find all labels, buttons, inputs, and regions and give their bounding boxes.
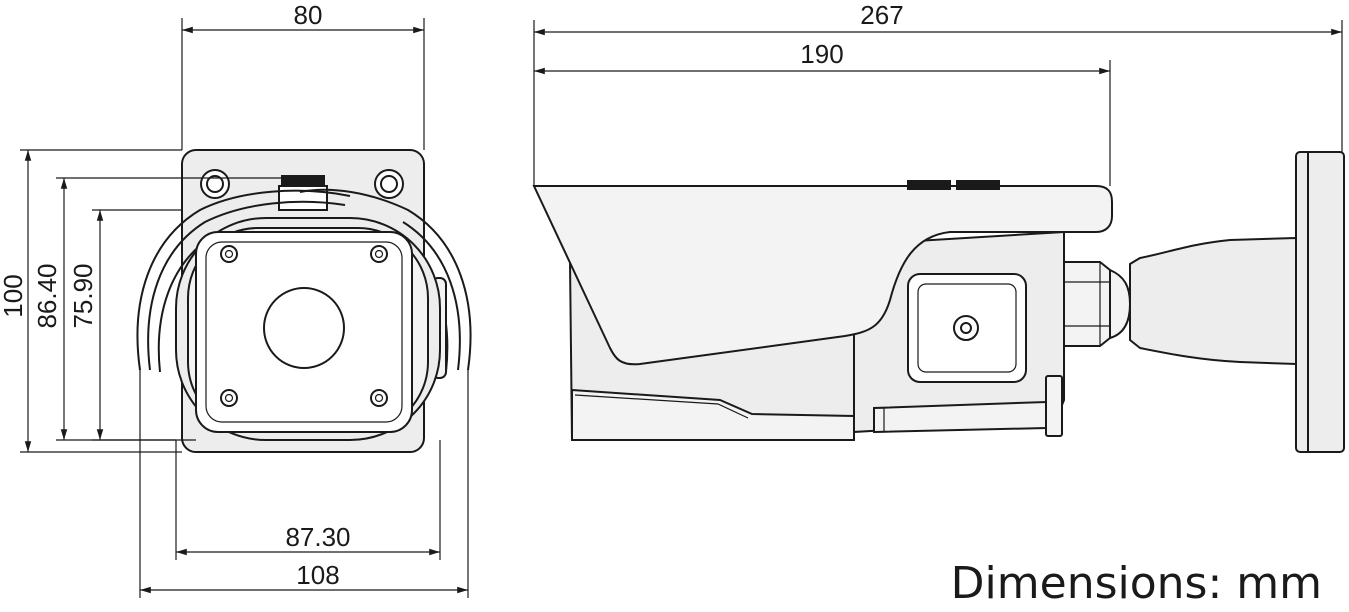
dim-label-length-body: 190 [800,39,843,69]
dim-label-length-total: 267 [860,0,903,30]
front-screws [220,245,388,407]
visor-screws [907,180,951,190]
lens [263,287,345,369]
dim-label-width-inner: 87.30 [285,522,350,552]
front-view: 80 100 86.40 75.90 87.30 108 [0,0,472,598]
sun-visor [532,185,1113,366]
dim-label-width-total: 108 [296,560,339,590]
dim-label-height-mid: 86.40 [32,263,62,328]
dim-label-height-total: 100 [0,274,28,317]
units-caption: Dimensions: mm [951,558,1322,609]
mount-hole-left [200,169,230,199]
wall-plate [1295,151,1345,453]
dim-label-width-top: 80 [294,0,323,30]
sun-shield-arc [136,189,351,371]
mount-hole-right [374,169,404,199]
bracket-nut [1061,261,1111,347]
side-view: 267 190 [532,0,1345,453]
dim-label-height-inner: 75.90 [68,263,98,328]
bracket-arm [1129,236,1297,366]
top-screw [281,175,325,187]
